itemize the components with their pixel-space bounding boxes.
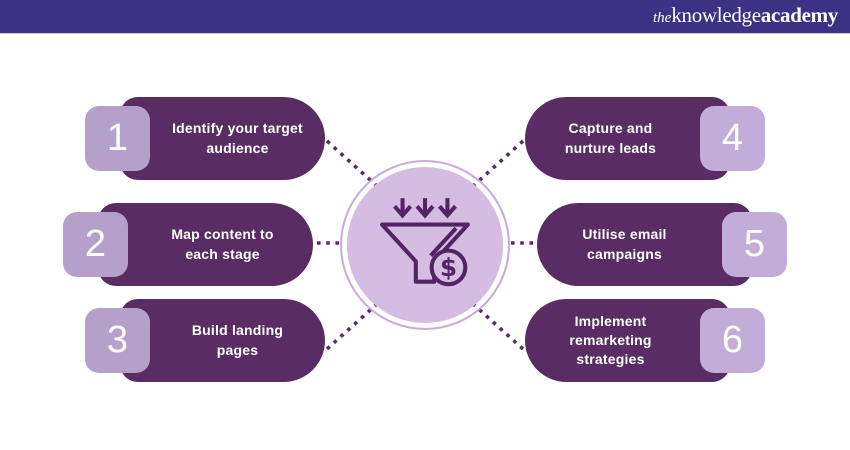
step-label-5: Utilise email campaigns — [582, 226, 667, 262]
step-pill-5: Utilise email campaigns — [537, 203, 752, 286]
logo-academy: academy — [760, 2, 839, 27]
step-number-2: 2 — [84, 223, 107, 265]
step-pill-4: Capture and nurture leads — [525, 97, 730, 180]
logo-knowledge: knowledge — [671, 2, 761, 27]
dollar-circle — [429, 248, 468, 287]
step-number-badge-2: 2 — [63, 212, 128, 277]
step-number-badge-4: 4 — [700, 106, 765, 171]
header-bar: theknowledgeacademy — [0, 0, 850, 34]
step-pill-1: Identify your target audience — [120, 97, 325, 180]
step-number-badge-5: 5 — [722, 212, 787, 277]
step-pill-3: Build landing pages — [120, 299, 325, 382]
step-pill-6: Implement remarketing strategies — [525, 299, 730, 382]
center-circle-ring — [340, 160, 510, 330]
funnel-outline — [380, 222, 470, 284]
step-pill-2: Map content to each stage — [98, 203, 313, 286]
step-number-badge-6: 6 — [700, 308, 765, 373]
step-label-4: Capture and nurture leads — [564, 120, 657, 156]
step-number-badge-1: 1 — [85, 106, 150, 171]
down-arrows-icon — [393, 198, 457, 219]
step-number-badge-3: 3 — [85, 308, 150, 373]
step-number-6: 6 — [721, 319, 744, 361]
knowledge-academy-logo: theknowledgeacademy — [653, 0, 850, 35]
funnel-with-dollar-icon: $ — [380, 198, 470, 287]
step-label-2: Map content to each stage — [171, 226, 274, 262]
step-label-6: Implement remarketing strategies — [569, 312, 652, 368]
dollar-sign: $ — [440, 253, 457, 282]
step-number-1: 1 — [106, 117, 129, 159]
step-label-1: Identify your target audience — [172, 120, 303, 156]
step-number-3: 3 — [106, 319, 129, 361]
step-label-3: Build landing pages — [191, 322, 284, 358]
step-number-5: 5 — [743, 223, 766, 265]
step-number-4: 4 — [721, 117, 744, 159]
funnel-inner-line — [429, 226, 458, 258]
center-circle: $ — [347, 167, 503, 323]
logo-the: the — [653, 9, 672, 26]
